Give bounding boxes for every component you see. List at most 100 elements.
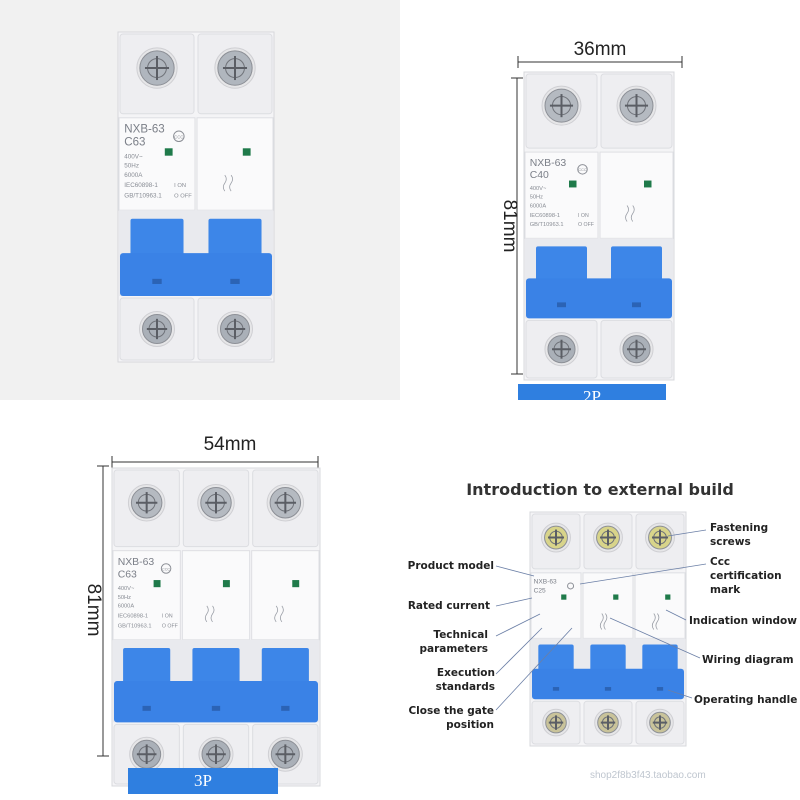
terminal-screw — [593, 522, 623, 553]
terminal-screw — [645, 522, 675, 553]
wiring-diagram-glyph — [222, 174, 233, 192]
standard-text: GB/T10963.1 — [118, 623, 152, 629]
leader-line — [495, 613, 541, 637]
handle-slot — [656, 687, 664, 691]
standard-text: IEC60898-1 — [530, 213, 560, 219]
ccc-mark — [173, 130, 185, 143]
terminal-screw — [646, 708, 674, 737]
ccc-mark — [567, 582, 575, 590]
height-label: 81mm — [83, 584, 104, 637]
model-text: NXB-63 — [118, 557, 155, 568]
indicator-window — [665, 594, 671, 600]
ccc-mark-text: CCC — [162, 567, 170, 571]
model-text: NXB-63 — [534, 578, 557, 585]
leader-line — [495, 627, 543, 675]
label-wiring-diagram: Wiring diagram — [702, 654, 794, 666]
operating-handle — [120, 253, 272, 296]
rating-text: C63 — [124, 137, 145, 149]
front-panel — [251, 550, 320, 641]
pole-badge-2p: 2P — [518, 384, 666, 400]
model-text: NXB-63 — [530, 158, 567, 169]
width-dimension: 54mm — [111, 434, 319, 468]
terminal-screw — [214, 47, 256, 89]
handle-slot — [230, 278, 240, 284]
leader-line — [579, 563, 707, 585]
label-technical-parameters: Technical parameters — [419, 629, 489, 655]
label-indication-window: Indication window — [689, 615, 797, 627]
handle-slot — [211, 705, 221, 711]
voltage-text: 400V~ — [118, 586, 135, 592]
indicator-window — [153, 580, 161, 588]
label-execution-standards: Execution standards — [435, 667, 495, 693]
indicator-window — [164, 148, 173, 156]
handle-slot — [552, 687, 560, 691]
frequency-text: 50Hz — [118, 595, 131, 601]
indicator-window — [222, 580, 230, 588]
capacity-text: 6000A — [530, 203, 547, 209]
height-label: 81mm — [499, 200, 520, 253]
height-dimension: 81mm — [83, 465, 109, 757]
standard-text: GB/T10963.1 — [124, 192, 162, 199]
rating-text: C63 — [118, 569, 137, 580]
breaker: NXB-63C63400V~50Hz6000AIEC60898-1GB/T109… — [117, 31, 275, 363]
capacity-text: 6000A — [118, 604, 135, 610]
operating-handle — [532, 668, 684, 700]
indicator-window — [613, 594, 619, 600]
width-dimension: 36mm — [517, 39, 683, 68]
handle-lever — [192, 647, 240, 690]
terminal-screw — [267, 736, 303, 772]
height-dimension: 81mm — [499, 77, 523, 375]
terminal-screw — [216, 310, 254, 348]
handle-slot — [557, 302, 566, 308]
label-product-model: Product model — [407, 560, 494, 572]
terminal-screw — [594, 708, 622, 737]
label-rated-current: Rated current — [407, 600, 490, 612]
wiring-diagram-glyph — [651, 613, 660, 630]
handle-slot — [632, 302, 641, 308]
terminal-screw — [129, 736, 165, 772]
terminal-screw — [138, 310, 176, 348]
handle-lever — [536, 246, 587, 287]
on-text: I ON — [162, 613, 173, 619]
standard-text: IEC60898-1 — [118, 613, 148, 619]
terminal-screw — [197, 483, 235, 522]
front-panel — [112, 550, 181, 641]
indicator-window — [561, 594, 567, 600]
leader-line — [667, 689, 693, 699]
leader-line — [495, 597, 533, 607]
ccc-mark-text: CCC — [174, 134, 183, 139]
watermark: shop2f8b3f43.taobao.com — [590, 770, 706, 781]
model-text: NXB-63 — [124, 124, 164, 136]
capacity-text: 6000A — [124, 172, 143, 179]
terminal-screw — [198, 736, 234, 772]
off-text: O OFF — [162, 623, 178, 629]
terminal-screw — [542, 708, 570, 737]
label-ccc-mark: Ccc certification mark — [710, 556, 782, 596]
leader-line — [665, 609, 687, 621]
front-panel — [196, 117, 274, 211]
wiring-diagram-glyph — [599, 613, 608, 630]
width-label: 54mm — [204, 434, 257, 455]
terminal-screw — [266, 483, 305, 522]
handle-slot — [142, 705, 151, 711]
terminal-screw — [136, 47, 178, 89]
standard-text: IEC60898-1 — [124, 182, 158, 189]
leader-line — [495, 627, 573, 711]
indicator-window — [242, 148, 251, 156]
operating-handle — [114, 681, 318, 723]
indicator-window — [292, 580, 300, 588]
ccc-mark — [577, 164, 588, 175]
ccc-mark-text: CCC — [578, 168, 586, 172]
handle-lever — [261, 647, 309, 690]
intro-title: Introduction to external build — [466, 480, 734, 499]
rating-text: C40 — [530, 170, 549, 181]
handle-slot — [604, 687, 612, 691]
on-text: I ON — [578, 213, 589, 219]
indicator-window — [569, 180, 577, 188]
breaker-2p-dimension-image: 36mm 81mm NXB-63C40400V~50Hz6000AIEC6089… — [499, 39, 683, 381]
leader-line — [495, 565, 535, 577]
